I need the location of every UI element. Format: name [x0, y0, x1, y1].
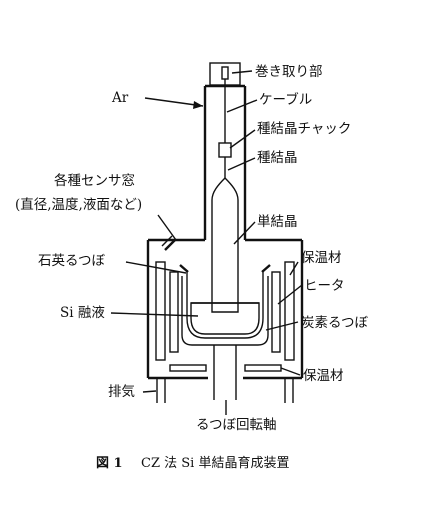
crucible-shaft — [213, 345, 237, 400]
label-sensor-window-detail: (直径,温度,液面など) — [15, 197, 142, 213]
label-insulation-lower: 保温材 — [303, 368, 344, 384]
label-seed-chuck: 種結晶チャック — [257, 121, 351, 137]
label-carbon-crucible: 炭素るつぼ — [301, 315, 368, 331]
quartz-crucible-rim-left — [179, 264, 189, 273]
single-crystal-ingot — [211, 177, 239, 313]
label-insulation-upper: 保温材 — [301, 250, 342, 266]
label-cable: ケーブル — [259, 91, 312, 108]
label-winder: 巻き取り部 — [255, 64, 323, 80]
label-quartz-crucible: 石英るつぼ — [38, 252, 105, 269]
insulation-side — [155, 261, 295, 361]
label-crucible-shaft: るつぼ回転軸 — [196, 417, 276, 433]
ar-inlet-arrow — [144, 97, 204, 109]
si-melt — [190, 302, 260, 335]
label-seed-crystal: 種結晶 — [257, 150, 298, 166]
insulation-bottom — [169, 364, 282, 372]
carbon-crucible — [181, 276, 269, 346]
caption-number: 図 1 — [96, 456, 123, 471]
caption-title: CZ 法 Si 単結晶育成装置 — [141, 455, 289, 471]
label-si-melt: Si 融液 — [60, 305, 105, 321]
label-ar: Ar — [111, 90, 129, 106]
label-heater: ヒータ — [304, 278, 345, 294]
label-sensor-window: 各種センサ窓 — [54, 172, 135, 189]
quartz-crucible — [186, 270, 264, 339]
exhaust-pipes — [156, 378, 294, 403]
label-exhaust: 排気 — [108, 384, 135, 400]
winding-unit — [209, 62, 241, 86]
leader-lines-left — [110, 214, 199, 393]
label-single-crystal: 単結晶 — [257, 214, 298, 230]
seed-chuck — [218, 142, 232, 158]
heater — [169, 271, 281, 353]
leader-lines — [225, 70, 303, 415]
sensor-window — [161, 235, 176, 251]
quartz-crucible-rim-right — [261, 264, 271, 273]
main-chamber — [146, 238, 304, 380]
